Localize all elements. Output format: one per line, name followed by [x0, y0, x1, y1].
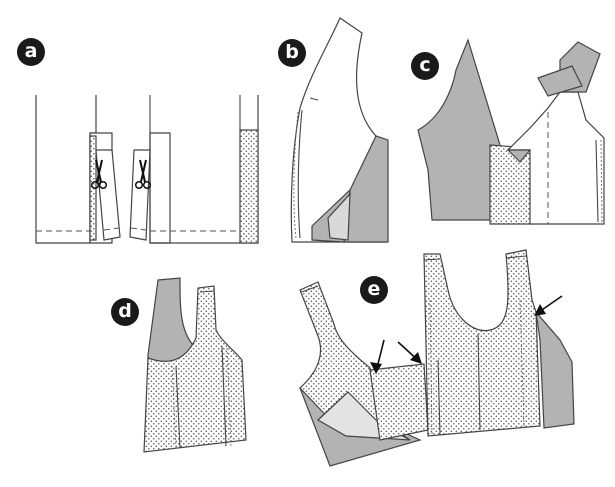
step-e-right-gray	[535, 310, 575, 429]
scissors-icon	[90, 159, 108, 190]
step-c-strap-fold	[537, 65, 583, 97]
step-badge-b: b	[278, 39, 306, 67]
step-a-right-cut-strip	[129, 149, 151, 241]
step-badge-c: c	[411, 52, 439, 80]
step-c-front-panel	[506, 91, 605, 225]
step-d-body-dotted	[143, 285, 247, 453]
step-badge-e: e	[360, 276, 388, 304]
step-d-illustration	[143, 277, 247, 453]
step-b-facing-gray	[343, 135, 389, 243]
arrow-icon	[534, 295, 563, 316]
step-a-illustration	[35, 95, 259, 244]
step-badge-d: d	[111, 298, 139, 326]
step-a-left-panel	[35, 95, 97, 244]
arrow-icon	[397, 341, 422, 364]
step-a-right-facing	[149, 132, 171, 244]
step-e-front-panel	[423, 249, 541, 437]
step-a-left-cut-strip	[95, 149, 121, 241]
step-e-center-dotted	[369, 363, 429, 441]
step-c-gray-wedge	[506, 149, 532, 163]
scissors-icon	[134, 159, 152, 190]
step-c-center-dotted	[489, 144, 533, 225]
step-b-illustration	[290, 17, 389, 243]
arrow-icon	[370, 339, 385, 374]
step-c-left-piece	[417, 38, 501, 221]
step-e-illustration	[299, 249, 575, 467]
step-badge-a: a	[17, 38, 45, 66]
step-c-illustration	[417, 38, 605, 225]
